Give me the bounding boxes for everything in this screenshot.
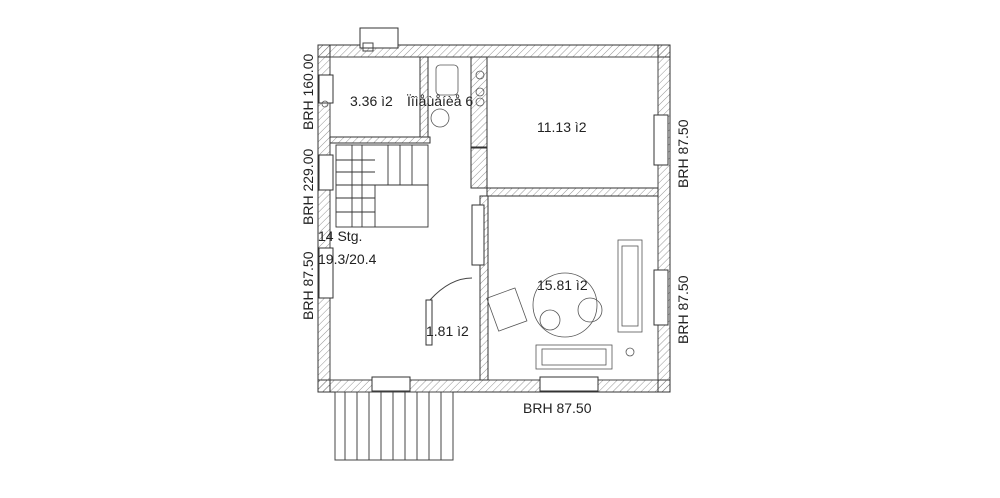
room-label-bedroom: 11.13 ì2: [537, 119, 587, 135]
stairs-steps-label: 14 Stg.: [318, 228, 362, 244]
room-label-hall: 1.81 ì2: [426, 323, 469, 339]
window-label-left-mid: BRH 229.00: [300, 149, 316, 225]
window-label-right-top: BRH 87.50: [675, 119, 691, 188]
stairs-ratio-label: 19.3/20.4: [318, 251, 377, 267]
room-label-living: 15.81 ì2: [537, 277, 588, 293]
window-left-low: [318, 247, 334, 299]
window-left-mid: [318, 154, 334, 191]
window-right-top: [653, 114, 669, 166]
window-label-left-low: BRH 87.50: [300, 251, 316, 320]
hall-door: [425, 204, 485, 346]
staircase: [335, 144, 429, 228]
window-left-top: [318, 74, 334, 104]
room-label-small: 3.36 ì2: [350, 93, 393, 109]
windows: [318, 74, 669, 392]
entrance-steps: [334, 391, 454, 461]
window-label-bottom: BRH 87.50: [523, 400, 592, 416]
door-front: [371, 376, 411, 392]
window-right-low: [653, 269, 669, 326]
window-label-right-low: BRH 87.50: [675, 275, 691, 344]
interior-walls: [329, 56, 659, 381]
top-vent: [359, 27, 399, 52]
room-label-wc: Ïîìåùåíèå 6: [407, 93, 473, 109]
wc-fixtures: [321, 64, 485, 128]
window-label-left-top: BRH 160.00: [300, 54, 316, 130]
window-bottom: [539, 376, 599, 392]
living-furniture: [486, 239, 643, 370]
